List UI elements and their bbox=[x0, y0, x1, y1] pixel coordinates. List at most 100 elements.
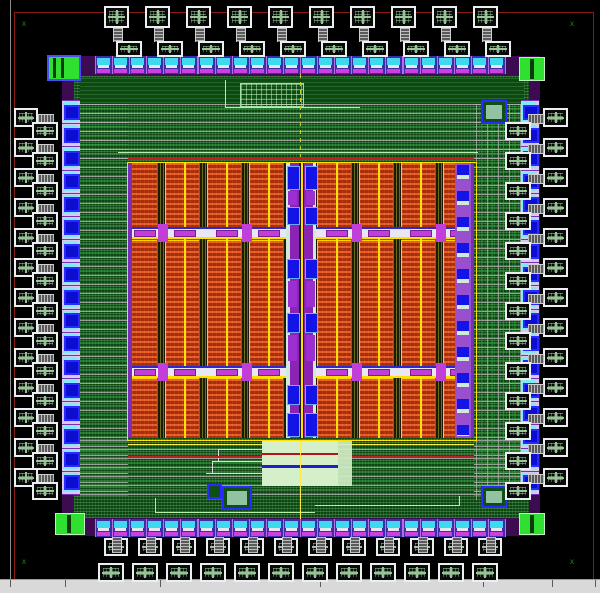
bond-pad[interactable] bbox=[543, 348, 568, 367]
bond-pad[interactable] bbox=[227, 6, 252, 28]
pad-cell[interactable] bbox=[385, 56, 404, 74]
bond-pad[interactable] bbox=[543, 288, 568, 307]
bond-pad[interactable] bbox=[32, 422, 58, 440]
pad-cell[interactable] bbox=[487, 56, 506, 74]
pad-cell[interactable] bbox=[197, 56, 216, 74]
bond-pad[interactable] bbox=[116, 41, 142, 57]
bond-pad[interactable] bbox=[543, 258, 568, 277]
bond-pad[interactable] bbox=[166, 563, 192, 582]
pad-cell[interactable] bbox=[62, 169, 80, 194]
pad-cell[interactable] bbox=[112, 56, 131, 74]
bond-pad[interactable] bbox=[543, 438, 568, 457]
pad-cell[interactable] bbox=[334, 519, 353, 537]
bond-pad[interactable] bbox=[505, 302, 531, 320]
bond-pad[interactable] bbox=[32, 482, 58, 500]
pad-cell[interactable] bbox=[368, 56, 387, 74]
pad-cell[interactable] bbox=[300, 56, 319, 74]
pad-cell[interactable] bbox=[95, 56, 114, 74]
pad-cell[interactable] bbox=[62, 100, 80, 125]
pad-cell[interactable] bbox=[129, 56, 148, 74]
pad-cell[interactable] bbox=[62, 123, 80, 148]
bond-pad[interactable] bbox=[485, 41, 511, 57]
pad-cell[interactable] bbox=[317, 519, 336, 537]
bond-pad[interactable] bbox=[234, 563, 260, 582]
corner-power-cell-bottom-right[interactable] bbox=[519, 513, 545, 535]
pad-cell[interactable] bbox=[436, 519, 455, 537]
pad-cell[interactable] bbox=[163, 56, 182, 74]
corner-power-cell-top-right[interactable] bbox=[519, 57, 545, 81]
pad-cell[interactable] bbox=[62, 378, 80, 403]
bond-pad[interactable] bbox=[543, 318, 568, 337]
bond-pad[interactable] bbox=[505, 392, 531, 410]
bond-pad[interactable] bbox=[32, 362, 58, 380]
bond-pad[interactable] bbox=[505, 362, 531, 380]
bond-pad[interactable] bbox=[104, 6, 129, 28]
bond-pad[interactable] bbox=[505, 152, 531, 170]
bond-pad[interactable] bbox=[505, 242, 531, 260]
pad-cell[interactable] bbox=[265, 56, 284, 74]
pad-cell[interactable] bbox=[282, 519, 301, 537]
bond-pad[interactable] bbox=[543, 168, 568, 187]
bond-pad[interactable] bbox=[403, 41, 429, 57]
bond-pad[interactable] bbox=[543, 198, 568, 217]
bond-pad[interactable] bbox=[239, 41, 265, 57]
pad-cell[interactable] bbox=[265, 519, 284, 537]
bond-pad[interactable] bbox=[391, 6, 416, 28]
pad-cell[interactable] bbox=[214, 56, 233, 74]
pad-cell[interactable] bbox=[351, 56, 370, 74]
bond-pad[interactable] bbox=[505, 272, 531, 290]
pad-cell[interactable] bbox=[470, 519, 489, 537]
pad-cell[interactable] bbox=[180, 519, 199, 537]
pad-cell[interactable] bbox=[62, 146, 80, 171]
bond-pad[interactable] bbox=[200, 563, 226, 582]
pad-cell[interactable] bbox=[62, 262, 80, 287]
pad-cell[interactable] bbox=[62, 470, 80, 495]
bond-pad[interactable] bbox=[505, 332, 531, 350]
bond-pad[interactable] bbox=[32, 302, 58, 320]
bond-pad[interactable] bbox=[14, 378, 38, 397]
pad-ring-bottom[interactable] bbox=[95, 519, 506, 537]
bond-pad[interactable] bbox=[543, 408, 568, 427]
bond-pad[interactable] bbox=[268, 6, 293, 28]
bond-pad[interactable] bbox=[543, 108, 568, 127]
pad-cell[interactable] bbox=[95, 519, 114, 537]
bond-pad[interactable] bbox=[186, 6, 211, 28]
bond-pad[interactable] bbox=[302, 563, 328, 582]
pad-cell[interactable] bbox=[453, 56, 472, 74]
pad-cell[interactable] bbox=[163, 519, 182, 537]
pad-cell[interactable] bbox=[62, 308, 80, 333]
pad-cell[interactable] bbox=[62, 401, 80, 426]
pad-cell[interactable] bbox=[248, 56, 267, 74]
pad-cell[interactable] bbox=[62, 239, 80, 264]
pad-cell[interactable] bbox=[112, 519, 131, 537]
pad-cell[interactable] bbox=[62, 424, 80, 449]
bond-pad[interactable] bbox=[32, 272, 58, 290]
bond-pad[interactable] bbox=[132, 563, 158, 582]
pad-ring-top[interactable] bbox=[95, 56, 506, 74]
bond-pad[interactable] bbox=[32, 332, 58, 350]
pad-cell[interactable] bbox=[231, 56, 250, 74]
bond-pad[interactable] bbox=[32, 242, 58, 260]
pad-cell[interactable] bbox=[317, 56, 336, 74]
bond-pad[interactable] bbox=[505, 482, 531, 500]
pad-cell[interactable] bbox=[334, 56, 353, 74]
pad-cell[interactable] bbox=[129, 519, 148, 537]
bond-pad[interactable] bbox=[505, 452, 531, 470]
ruler-horizontal[interactable] bbox=[0, 579, 600, 593]
bond-pad[interactable] bbox=[472, 563, 498, 582]
bond-pad[interactable] bbox=[505, 212, 531, 230]
pad-cell[interactable] bbox=[197, 519, 216, 537]
bond-pad[interactable] bbox=[32, 452, 58, 470]
bond-pad[interactable] bbox=[543, 378, 568, 397]
pad-cell[interactable] bbox=[300, 519, 319, 537]
pad-cell[interactable] bbox=[146, 519, 165, 537]
pad-cell[interactable] bbox=[351, 519, 370, 537]
bond-pad[interactable] bbox=[336, 563, 362, 582]
bond-pad[interactable] bbox=[268, 563, 294, 582]
pad-cell[interactable] bbox=[436, 56, 455, 74]
pad-cell[interactable] bbox=[402, 56, 421, 74]
bond-pad[interactable] bbox=[444, 41, 470, 57]
corner-power-cell-bottom-left[interactable] bbox=[55, 513, 85, 535]
bond-pad[interactable] bbox=[32, 182, 58, 200]
